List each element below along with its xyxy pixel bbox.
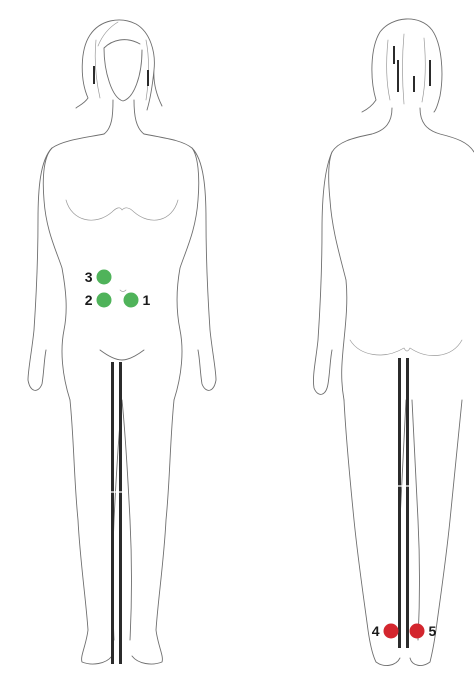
point-label-1: 1 — [143, 292, 151, 308]
point-marker-5 — [410, 624, 425, 639]
front-bust — [66, 200, 178, 220]
front-stripe-right — [119, 362, 122, 664]
front-crotch — [100, 350, 144, 360]
back-stripe-left — [398, 358, 401, 648]
point-label-3: 3 — [85, 269, 93, 285]
back-legs — [344, 400, 462, 665]
back-hair-strands — [387, 34, 426, 104]
back-stripe-right — [406, 358, 409, 648]
point-label-5: 5 — [429, 623, 437, 639]
point-marker-3 — [97, 270, 112, 285]
front-figure — [28, 20, 216, 664]
front-neck — [104, 100, 144, 134]
front-hair — [76, 20, 162, 110]
front-navel — [120, 290, 126, 292]
point-marker-2 — [97, 293, 112, 308]
front-face — [104, 40, 142, 101]
point-marker-4 — [384, 624, 399, 639]
front-stripe-left — [111, 362, 114, 664]
back-buttocks — [350, 340, 462, 356]
point-marker-1 — [124, 293, 139, 308]
point-label-2: 2 — [85, 292, 93, 308]
front-arm-left — [28, 148, 52, 390]
back-figure — [313, 19, 474, 666]
point-label-4: 4 — [372, 623, 380, 639]
back-torso — [329, 108, 474, 400]
marker-layer: 1 2 3 4 5 — [85, 269, 437, 639]
front-arm-right — [192, 148, 216, 390]
front-hair-strands — [95, 22, 148, 100]
